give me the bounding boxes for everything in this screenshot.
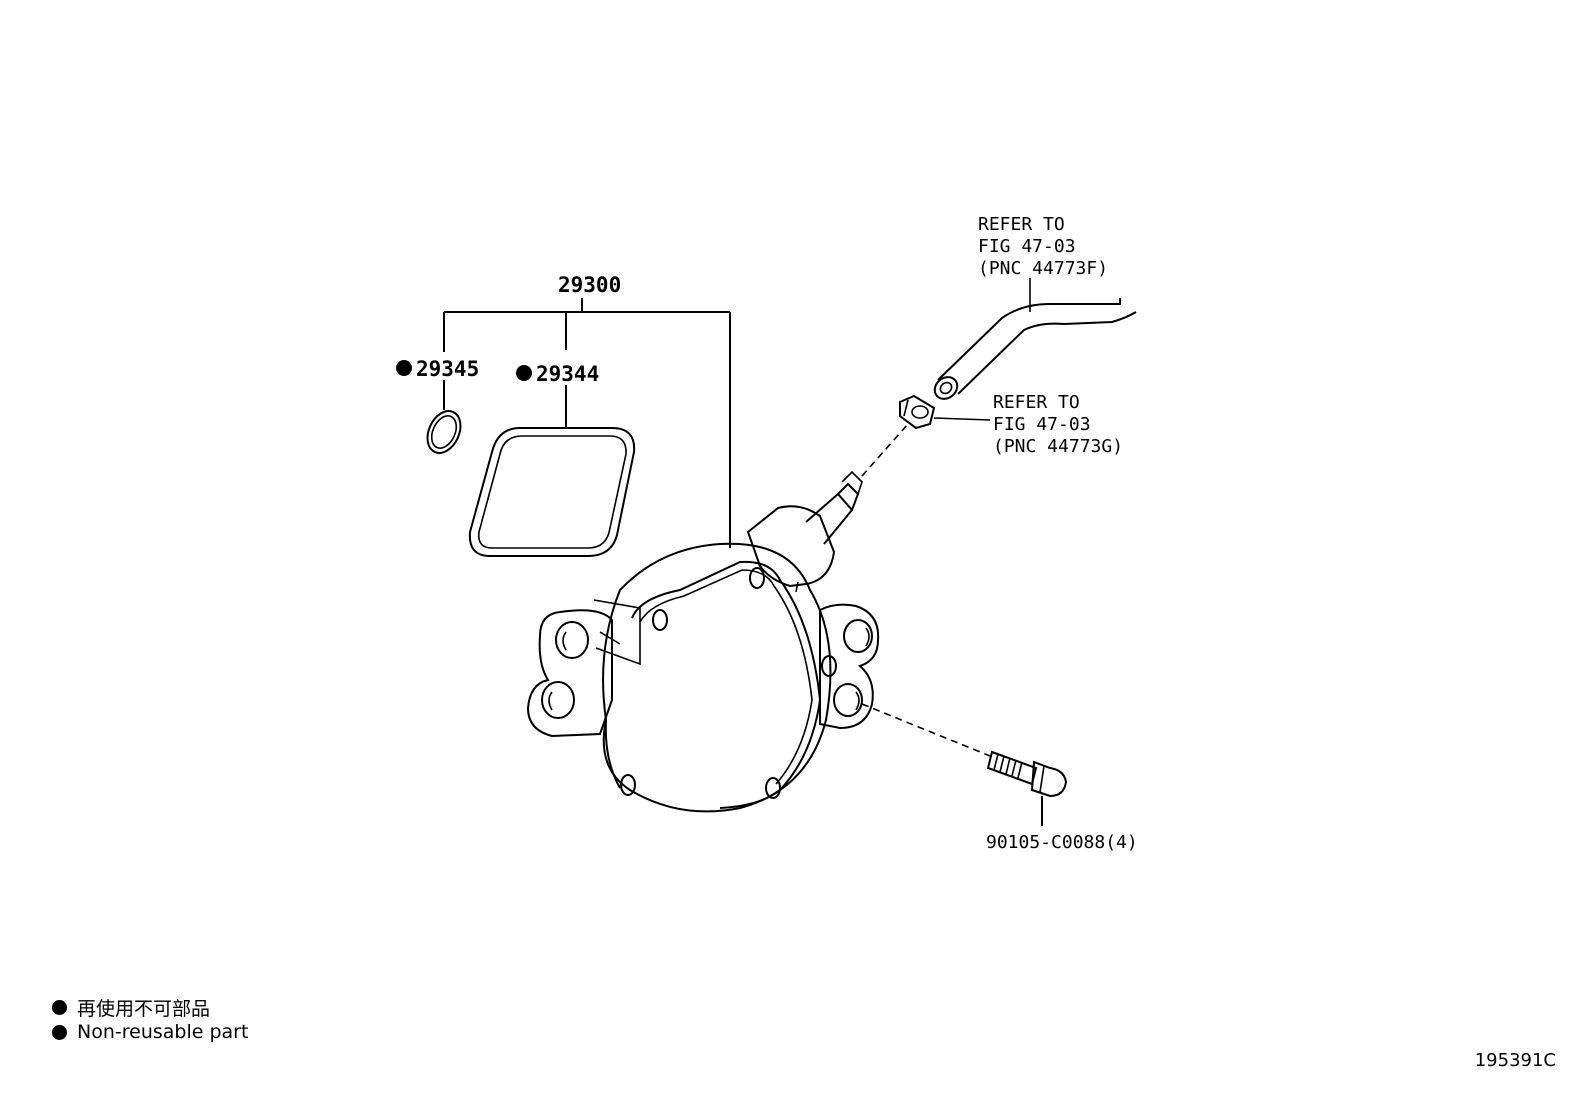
legend-japanese: 再使用不可部品 (52, 994, 210, 1021)
bolt-alignment-line (861, 703, 991, 757)
non-reusable-marker-gasket (516, 365, 532, 381)
gasket-part-number: 29344 (536, 362, 599, 386)
clamp-ref-line-1: REFER TO (993, 392, 1080, 413)
hose-ref-line-2: FIG 47-03 (978, 236, 1076, 257)
hose-ref-line-1: REFER TO (978, 214, 1065, 235)
hose-clamp (899, 394, 991, 430)
non-reusable-marker-oring (396, 360, 412, 376)
figure-code: 195391C (1474, 1050, 1556, 1071)
gasket-drawing (468, 427, 636, 557)
oring-drawing (426, 410, 462, 454)
vacuum-pump-body (526, 470, 880, 813)
oring-part-number: 29345 (416, 357, 479, 381)
legend-marker-icon (52, 1000, 67, 1015)
hose-ref-line-3: (PNC 44773F) (978, 258, 1108, 279)
bolt-part-number: 90105-C0088(4) (986, 832, 1138, 853)
clamp-ref-line-3: (PNC 44773G) (993, 436, 1123, 457)
assembly-leader (443, 298, 731, 548)
legend-marker-icon (52, 1024, 67, 1040)
flange-bolt (986, 750, 1068, 826)
clamp-ref-line-2: FIG 47-03 (993, 414, 1091, 435)
legend-english: Non-reusable part (52, 1021, 248, 1043)
clamp-alignment-line (861, 423, 909, 477)
vacuum-hose (933, 278, 1137, 400)
legend-en-text: Non-reusable part (77, 1021, 249, 1043)
assembly-part-number: 29300 (558, 273, 621, 297)
legend-jp-text: 再使用不可部品 (77, 998, 211, 1020)
